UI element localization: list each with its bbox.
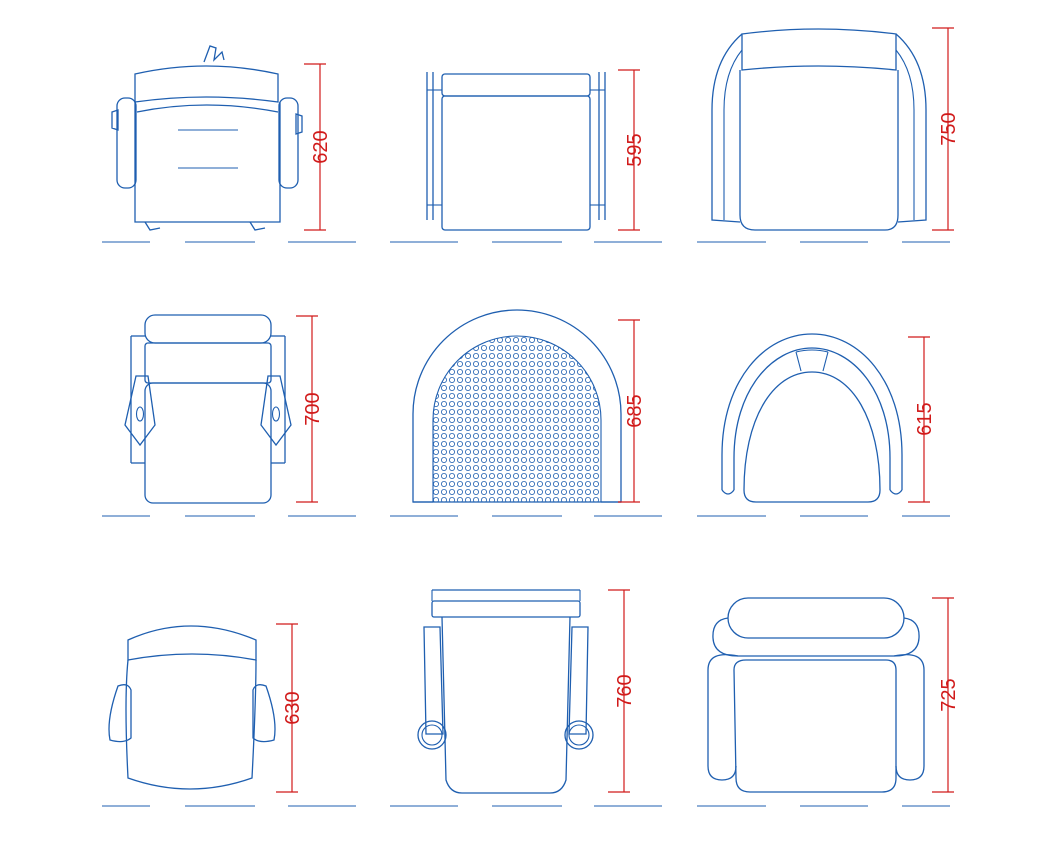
chair-plan-3 — [711, 28, 927, 231]
dimension-label-4: 700 — [302, 392, 324, 425]
dimension-line-4: 700 — [296, 315, 324, 503]
dimension-line-6: 615 — [908, 336, 936, 503]
dimension-line-7: 630 — [276, 623, 304, 793]
dimension-line-8: 760 — [608, 589, 636, 793]
chair-plan-5 — [412, 309, 622, 503]
dimension-label-2: 595 — [624, 133, 646, 166]
dimension-line-1: 620 — [304, 63, 332, 231]
dimension-label-8: 760 — [614, 674, 636, 707]
dimension-line-2: 595 — [618, 69, 646, 231]
dimension-line-3: 750 — [932, 27, 960, 231]
dimension-line-9: 725 — [932, 597, 960, 793]
chair-plan-1 — [111, 45, 303, 231]
chair-plan-2 — [426, 72, 606, 231]
dimension-label-9: 725 — [938, 678, 960, 711]
chair-plan-4 — [124, 314, 292, 504]
dimension-line-5: 685 — [618, 319, 646, 503]
chair-plan-6 — [721, 333, 903, 503]
dimension-label-6: 615 — [914, 402, 936, 435]
chair-plan-7 — [108, 625, 276, 790]
dimension-label-5: 685 — [624, 394, 646, 427]
dimension-label-7: 630 — [282, 691, 304, 724]
dimension-label-3: 750 — [938, 112, 960, 145]
dimension-label-1: 620 — [310, 130, 332, 163]
chair-plan-8 — [417, 589, 594, 794]
chair-plan-9 — [707, 597, 925, 793]
